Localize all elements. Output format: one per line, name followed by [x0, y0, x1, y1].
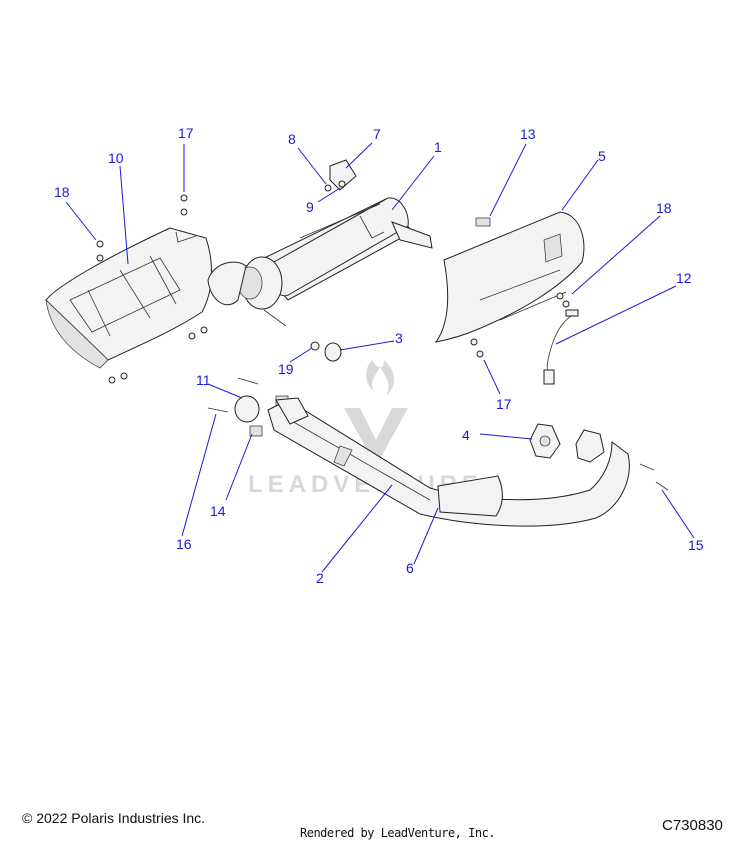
gasket-4 [529, 423, 561, 459]
bolts-15 [639, 463, 669, 491]
callout-9: 9 [306, 199, 314, 215]
callout-3: 3 [395, 330, 403, 346]
callout-19: 19 [278, 361, 294, 377]
callout-17-top: 17 [178, 125, 194, 141]
washer-19 [310, 341, 320, 351]
oxygen-sensor [543, 309, 579, 385]
outlet-tip [329, 159, 357, 191]
callout-1: 1 [434, 139, 442, 155]
flange [575, 429, 605, 463]
fastener-8 [324, 180, 346, 192]
callout-15: 15 [688, 537, 704, 553]
muffler [207, 197, 433, 327]
callout-5: 5 [598, 148, 606, 164]
copyright-notice: © 2022 Polaris Industries Inc. [22, 810, 206, 826]
leader-lines [65, 142, 695, 573]
spring-13 [475, 217, 491, 227]
fasteners-17-18 [96, 194, 570, 384]
callout-11: 11 [196, 372, 211, 388]
rendered-by-credit: Rendered by LeadVenture, Inc. [300, 826, 496, 840]
callout-18-right: 18 [656, 200, 672, 216]
callouts: 1 2 3 4 5 6 7 8 9 10 11 12 13 14 15 16 1… [54, 125, 704, 586]
callout-18-left: 18 [54, 184, 70, 200]
callout-7: 7 [373, 126, 381, 142]
bolts-16 [207, 377, 259, 413]
callout-17-bottom: 17 [496, 396, 512, 412]
callout-14: 14 [210, 503, 226, 519]
callout-16: 16 [176, 536, 192, 552]
callout-12: 12 [676, 270, 692, 286]
diagram-id: C730830 [662, 817, 723, 834]
callout-10: 10 [108, 150, 124, 166]
right-heat-shield [434, 211, 585, 343]
grommet-3 [324, 342, 342, 362]
callout-4: 4 [462, 427, 470, 443]
callout-2: 2 [316, 570, 324, 586]
heat-shield-pipe [437, 475, 503, 517]
gasket-11 [234, 395, 260, 423]
left-heat-shield [45, 227, 213, 369]
callout-8: 8 [288, 131, 296, 147]
callout-6: 6 [406, 560, 414, 576]
callout-13: 13 [520, 126, 536, 142]
